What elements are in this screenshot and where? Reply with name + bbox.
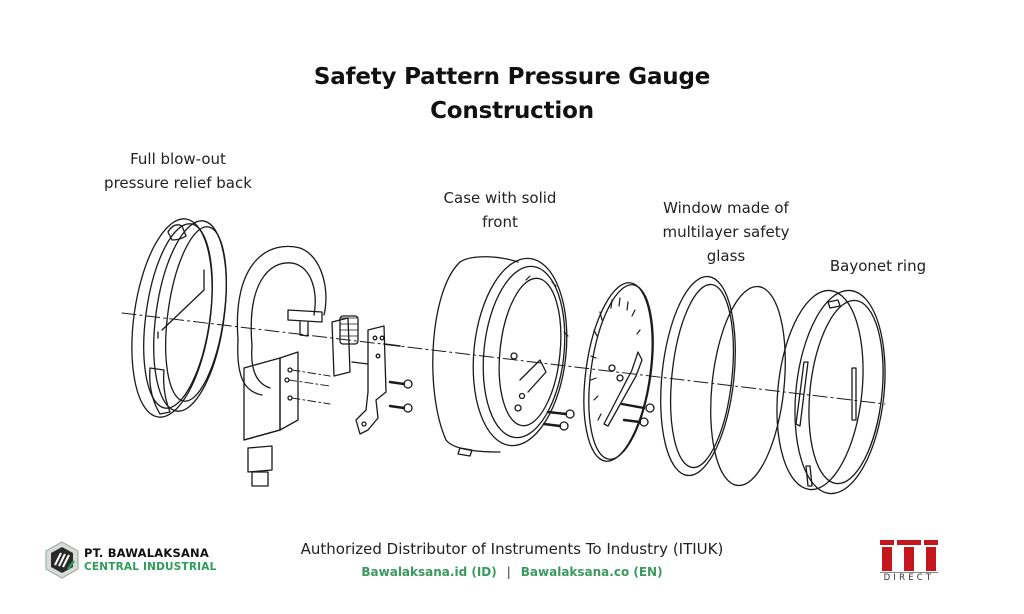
center-axis-line bbox=[121, 312, 886, 405]
label-pressure-relief-back: Full blow-out pressure relief back bbox=[88, 147, 268, 195]
dial-scale-ticks bbox=[590, 297, 641, 421]
bawalaksana-logo: PT. BAWALAKSANA CENTRAL INDUSTRIAL bbox=[44, 541, 217, 581]
label-line: Full blow-out bbox=[130, 150, 226, 168]
bawalaksana-hex-icon bbox=[45, 541, 79, 579]
company-subname: CENTRAL INDUSTRIAL bbox=[84, 561, 217, 573]
label-line: multilayer safety bbox=[662, 223, 790, 241]
label-case: Case with solid front bbox=[420, 186, 580, 234]
label-line: Case with solid bbox=[443, 189, 557, 207]
bourdon-tube-socket bbox=[236, 245, 331, 487]
footer-links: Bawalaksana.id (ID) | Bawalaksana.co (EN) bbox=[250, 565, 774, 579]
diagram-title: Safety Pattern Pressure Gauge Constructi… bbox=[0, 60, 1024, 128]
iti-direct-logo: DIRECT bbox=[880, 540, 938, 586]
pointer bbox=[603, 351, 643, 427]
pressure-relief-back bbox=[131, 218, 227, 418]
label-window: Window made of multilayer safety glass bbox=[636, 196, 816, 268]
bayonet-ring bbox=[776, 289, 886, 495]
link-bawalaksana-co[interactable]: Bawalaksana.co (EN) bbox=[520, 565, 663, 579]
title-line-1: Safety Pattern Pressure Gauge bbox=[313, 64, 711, 90]
case bbox=[432, 256, 575, 457]
case-screws bbox=[542, 409, 575, 431]
movement bbox=[331, 315, 413, 435]
link-bawalaksana-id[interactable]: Bawalaksana.id (ID) bbox=[361, 565, 497, 579]
dial-with-pointer bbox=[583, 282, 655, 462]
label-bayonet-ring: Bayonet ring bbox=[808, 254, 948, 278]
movement-screws bbox=[388, 379, 413, 413]
label-line: Bayonet ring bbox=[829, 257, 927, 275]
label-line: pressure relief back bbox=[104, 174, 252, 192]
iti-direct-text: DIRECT bbox=[883, 573, 935, 583]
link-separator: | bbox=[506, 565, 511, 579]
safety-glass-window bbox=[660, 275, 786, 487]
label-line: front bbox=[482, 213, 518, 231]
company-name: PT. BAWALAKSANA bbox=[84, 546, 209, 560]
label-line: Window made of bbox=[663, 199, 789, 217]
footer-tagline: Authorized Distributor of Instruments To… bbox=[300, 540, 724, 558]
iti-logo-mark-icon bbox=[880, 540, 938, 573]
title-line-2: Construction bbox=[430, 98, 594, 124]
label-line: glass bbox=[706, 247, 746, 265]
